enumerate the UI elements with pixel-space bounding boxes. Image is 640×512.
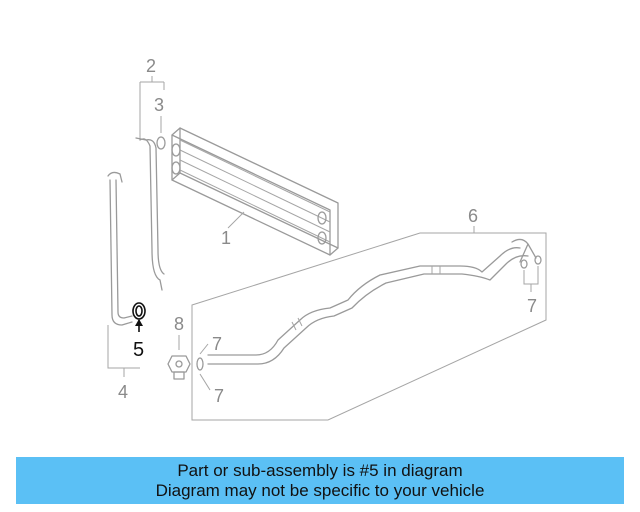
callout-7-right: 7 (527, 296, 537, 316)
oil-cooler-part-1 (171, 127, 339, 256)
cooler-lines-part-6 (207, 238, 542, 365)
callout-7-bottom-left: 7 (214, 386, 224, 406)
callout-7-top-left: 7 (212, 334, 222, 354)
parts-diagram: 1 2 3 4 5 6 7 7 7 8 (107, 56, 547, 421)
callout-5: 5 (133, 339, 144, 361)
caption-banner: Part or sub-assembly is #5 in diagram Di… (16, 457, 624, 504)
callout-2: 2 (146, 56, 156, 76)
callout-6: 6 (468, 206, 478, 226)
callout-4: 4 (118, 382, 128, 402)
fitting-part-8 (167, 355, 191, 380)
callout-8: 8 (174, 314, 184, 334)
o-ring-part-3 (156, 136, 166, 150)
caption-line-2: Diagram may not be specific to your vehi… (155, 480, 485, 500)
o-ring-part-5 (132, 302, 146, 332)
callout-3: 3 (154, 95, 164, 115)
callout-1: 1 (221, 228, 231, 248)
caption-line-1: Part or sub-assembly is #5 in diagram (177, 460, 463, 480)
